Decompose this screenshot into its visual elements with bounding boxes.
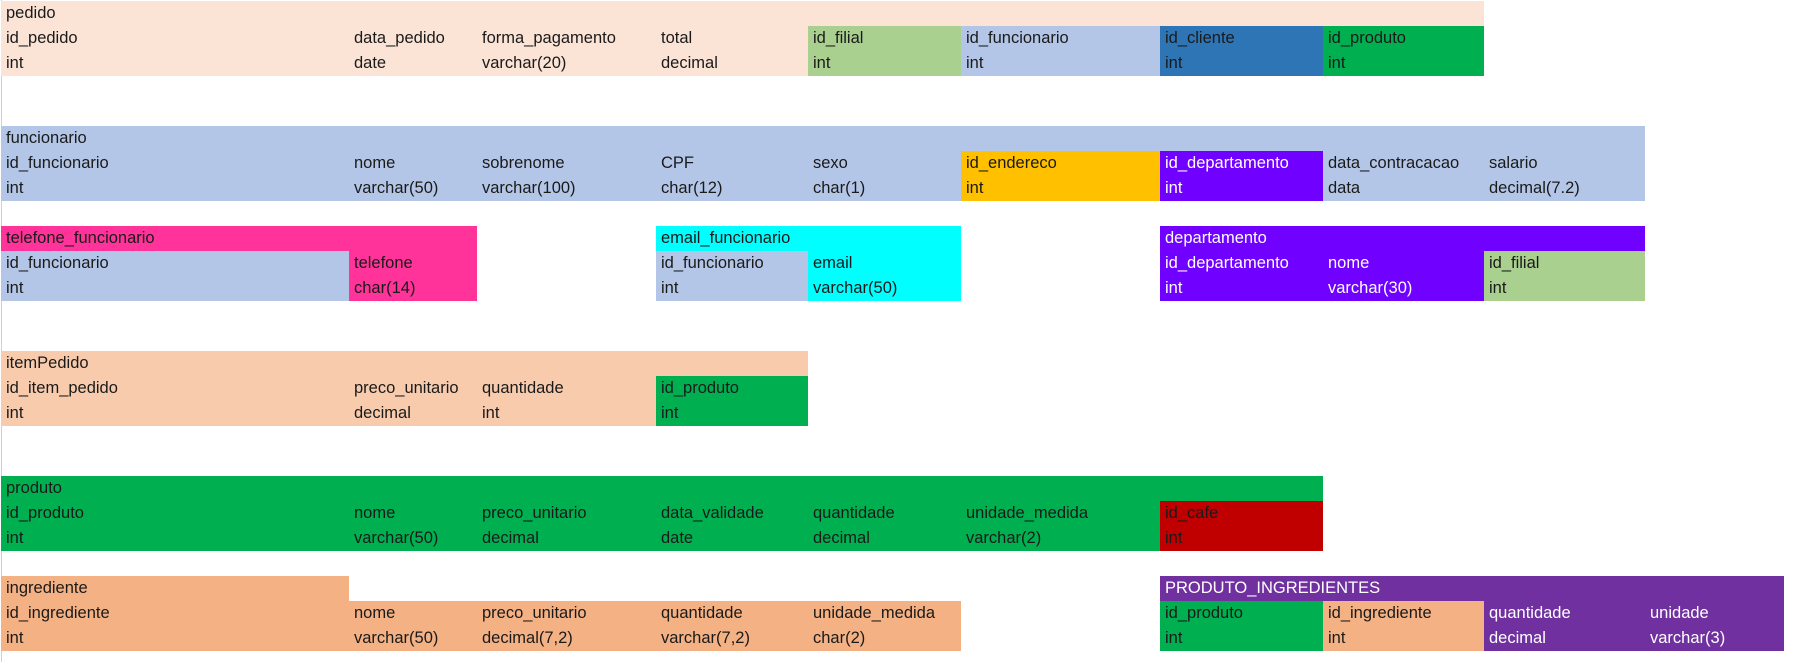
table-name-cell[interactable]: email_funcionario: [656, 226, 961, 251]
table-cell[interactable]: data_contracacao: [1323, 151, 1484, 176]
table-cell[interactable]: email: [808, 251, 961, 276]
table-cell[interactable]: id_produto: [1, 501, 349, 526]
table-cell[interactable]: data_validade: [656, 501, 808, 526]
table-name-cell[interactable]: PRODUTO_INGREDIENTES: [1160, 576, 1784, 601]
table-cell[interactable]: int: [1, 276, 349, 301]
table-cell[interactable]: int: [1160, 276, 1323, 301]
table-cell[interactable]: decimal: [656, 51, 808, 76]
table-cell[interactable]: int: [961, 51, 1160, 76]
table-cell[interactable]: int: [1, 401, 349, 426]
table-cell[interactable]: varchar(3): [1645, 626, 1784, 651]
table-cell[interactable]: quantidade: [808, 501, 961, 526]
table-cell[interactable]: id_funcionario: [961, 26, 1160, 51]
table-name-cell[interactable]: produto: [1, 476, 1323, 501]
table-cell[interactable]: id_produto: [656, 376, 808, 401]
table-cell[interactable]: id_cliente: [1160, 26, 1323, 51]
table-cell[interactable]: int: [1160, 51, 1323, 76]
table-cell[interactable]: quantidade: [1484, 601, 1645, 626]
table-cell[interactable]: date: [349, 51, 477, 76]
table-cell[interactable]: nome: [349, 501, 477, 526]
table-cell[interactable]: decimal: [808, 526, 961, 551]
table-cell[interactable]: forma_pagamento: [477, 26, 656, 51]
table-name-cell[interactable]: itemPedido: [1, 351, 808, 376]
table-cell[interactable]: salario: [1484, 151, 1645, 176]
table-cell[interactable]: varchar(50): [808, 276, 961, 301]
table-cell[interactable]: preco_unitario: [477, 601, 656, 626]
table-cell[interactable]: id_endereco: [961, 151, 1160, 176]
table-cell[interactable]: int: [808, 51, 961, 76]
table-name-cell[interactable]: telefone_funcionario: [1, 226, 477, 251]
table-cell[interactable]: id_funcionario: [1, 251, 349, 276]
table-cell[interactable]: int: [1, 526, 349, 551]
table-cell[interactable]: id_filial: [808, 26, 961, 51]
table-cell[interactable]: int: [1, 51, 349, 76]
table-cell[interactable]: unidade: [1645, 601, 1784, 626]
table-cell[interactable]: int: [1323, 626, 1484, 651]
table-cell[interactable]: id_item_pedido: [1, 376, 349, 401]
table-cell[interactable]: int: [1160, 176, 1323, 201]
table-cell[interactable]: CPF: [656, 151, 808, 176]
table-cell[interactable]: varchar(50): [349, 526, 477, 551]
table-cell[interactable]: nome: [349, 151, 477, 176]
table-cell[interactable]: unidade_medida: [808, 601, 961, 626]
table-cell[interactable]: sobrenome: [477, 151, 656, 176]
table-cell[interactable]: data_pedido: [349, 26, 477, 51]
table-name-cell[interactable]: funcionario: [1, 126, 1645, 151]
table-name-cell[interactable]: pedido: [1, 1, 1484, 26]
table-cell[interactable]: int: [1160, 526, 1323, 551]
table-cell[interactable]: int: [1484, 276, 1645, 301]
table-cell[interactable]: id_funcionario: [1, 151, 349, 176]
table-cell[interactable]: quantidade: [656, 601, 808, 626]
table-cell[interactable]: int: [1323, 51, 1484, 76]
table-cell[interactable]: char(14): [349, 276, 477, 301]
table-cell[interactable]: id_produto: [1160, 601, 1323, 626]
table-cell[interactable]: int: [961, 176, 1160, 201]
table-name-cell[interactable]: departamento: [1160, 226, 1645, 251]
table-cell[interactable]: id_ingrediente: [1, 601, 349, 626]
table-cell[interactable]: telefone: [349, 251, 477, 276]
table-cell[interactable]: id_produto: [1323, 26, 1484, 51]
table-cell[interactable]: int: [1, 626, 349, 651]
table-cell[interactable]: id_ingrediente: [1323, 601, 1484, 626]
table-cell[interactable]: decimal(7.2): [1484, 176, 1645, 201]
table-cell[interactable]: int: [656, 401, 808, 426]
table-cell[interactable]: varchar(50): [349, 626, 477, 651]
table-cell[interactable]: char(12): [656, 176, 808, 201]
table-cell[interactable]: id_filial: [1484, 251, 1645, 276]
table-cell[interactable]: data: [1323, 176, 1484, 201]
table-cell[interactable]: int: [1160, 626, 1323, 651]
table-cell[interactable]: decimal(7,2): [477, 626, 656, 651]
table-cell[interactable]: varchar(50): [349, 176, 477, 201]
table-cell[interactable]: quantidade: [477, 376, 656, 401]
table-cell[interactable]: date: [656, 526, 808, 551]
table-cell[interactable]: varchar(2): [961, 526, 1160, 551]
table-cell[interactable]: id_cafe: [1160, 501, 1323, 526]
table-cell[interactable]: int: [477, 401, 656, 426]
table-cell[interactable]: decimal: [477, 526, 656, 551]
table-cell[interactable]: total: [656, 26, 808, 51]
table-cell[interactable]: decimal: [349, 401, 477, 426]
table-cell[interactable]: char(2): [808, 626, 961, 651]
table-cell[interactable]: int: [656, 276, 808, 301]
table-cell[interactable]: id_departamento: [1160, 251, 1323, 276]
table-cell[interactable]: id_funcionario: [656, 251, 808, 276]
table-cell[interactable]: decimal: [1484, 626, 1645, 651]
table-cell[interactable]: varchar(20): [477, 51, 656, 76]
table-cell[interactable]: id_departamento: [1160, 151, 1323, 176]
table-cell[interactable]: varchar(30): [1323, 276, 1484, 301]
left-border-line: [1, 0, 2, 662]
table-cell[interactable]: nome: [349, 601, 477, 626]
table-name-cell[interactable]: ingrediente: [1, 576, 349, 601]
table-cell[interactable]: char(1): [808, 176, 961, 201]
table-cell[interactable]: preco_unitario: [349, 376, 477, 401]
table-cell[interactable]: preco_unitario: [477, 501, 656, 526]
table-cell[interactable]: nome: [1323, 251, 1484, 276]
table-cell[interactable]: sexo: [808, 151, 961, 176]
table-cell[interactable]: unidade_medida: [961, 501, 1160, 526]
table-cell[interactable]: int: [1, 176, 349, 201]
table-cell[interactable]: id_pedido: [1, 26, 349, 51]
table-cell[interactable]: varchar(7,2): [656, 626, 808, 651]
table-cell[interactable]: varchar(100): [477, 176, 656, 201]
